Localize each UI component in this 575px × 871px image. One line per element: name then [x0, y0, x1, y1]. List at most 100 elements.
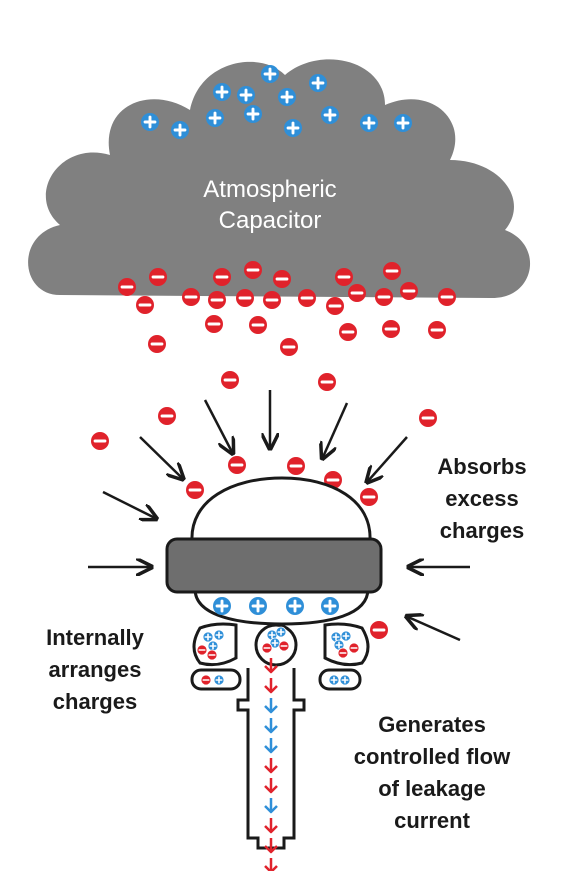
small-charge-icon: [337, 647, 349, 659]
flow-arrow-icon: [264, 838, 278, 854]
arrow-upper-left: [139, 436, 182, 478]
flow-arrow-icon: [264, 818, 278, 834]
negative-charge-icon: [205, 315, 223, 333]
negative-charge-icon: [382, 320, 400, 338]
flow-arrow-icon: [264, 798, 278, 814]
flow-arrow-icon: [264, 858, 278, 871]
small-charge-icon: [202, 631, 214, 643]
label-generates-line3: of leakage: [378, 776, 486, 801]
label-arranges-line1: Internally: [46, 625, 145, 650]
label-generates: Generates controlled flow of leakage cur…: [354, 712, 511, 833]
negative-charge-icon: [438, 288, 456, 306]
positive-charge-icon: [244, 105, 262, 123]
positive-charge-icon: [394, 114, 412, 132]
positive-charge-icon: [321, 106, 339, 124]
negative-charge-icon: [348, 284, 366, 302]
label-absorbs-line2: excess: [445, 486, 518, 511]
positive-charge-icon: [237, 86, 255, 104]
negative-charge-icon: [148, 335, 166, 353]
lower-dome: [193, 587, 370, 626]
positive-charge-icon: [213, 597, 231, 615]
label-generates-line1: Generates: [378, 712, 486, 737]
negative-charge-icon: [236, 289, 254, 307]
negative-charge-icon: [339, 323, 357, 341]
small-charge-icon: [340, 630, 352, 642]
collector-dome: [190, 476, 372, 543]
small-charge-icon: [213, 629, 225, 641]
negative-charge-icon: [263, 291, 281, 309]
label-arranges-line2: arranges: [49, 657, 142, 682]
small-charge-icon: [261, 642, 273, 654]
negative-charge-icon: [213, 268, 231, 286]
positive-charge-icon: [309, 74, 327, 92]
negative-charge-icon: [287, 457, 305, 475]
positive-charge-icon: [206, 109, 224, 127]
negative-charge-icon: [221, 371, 239, 389]
small-charge-icon: [200, 674, 212, 686]
positive-charge-icon: [249, 597, 267, 615]
negative-charge-icon: [428, 321, 446, 339]
negative-charge-icon: [273, 270, 291, 288]
positive-charge-icon: [171, 121, 189, 139]
positive-charge-icon: [141, 113, 159, 131]
flow-arrow-icon: [264, 698, 278, 714]
flow-arrow-icon: [264, 758, 278, 774]
negative-charge-icon: [318, 373, 336, 391]
negative-charge-icon: [249, 316, 267, 334]
negative-charge-icon: [244, 261, 262, 279]
negative-charges: [91, 261, 456, 639]
label-generates-line4: current: [394, 808, 470, 833]
negative-charge-icon: [186, 481, 204, 499]
negative-charge-icon: [280, 338, 298, 356]
flow-arrow-icon: [264, 658, 278, 674]
inward-arrows: [88, 390, 470, 642]
flow-arrow-icon: [264, 718, 278, 734]
label-arranges: Internally arranges charges: [46, 625, 145, 714]
negative-charge-icon: [326, 297, 344, 315]
positive-charge-icon: [261, 65, 279, 83]
small-charge-icon: [339, 674, 351, 686]
small-charge-icon: [328, 674, 340, 686]
negative-charge-icon: [360, 488, 378, 506]
negative-charge-icon: [419, 409, 437, 427]
negative-charge-icon: [208, 291, 226, 309]
positive-charge-icon: [278, 88, 296, 106]
negative-charge-icon: [149, 268, 167, 286]
flow-arrow-icon: [264, 778, 278, 794]
positive-charge-icon: [321, 597, 339, 615]
positive-charge-icon: [286, 597, 304, 615]
small-charge-icon: [348, 642, 360, 654]
dissipation-device: [165, 476, 383, 850]
negative-charge-icon: [158, 407, 176, 425]
small-charge-icon: [196, 644, 208, 656]
negative-charge-icon: [298, 289, 316, 307]
arrow-top-left: [203, 399, 232, 452]
internal-mixed-charges: [196, 626, 360, 686]
arrow-lower-right: [408, 617, 461, 642]
cloud-title-line2: Capacitor: [219, 207, 322, 234]
small-charge-icon: [206, 649, 218, 661]
arrow-top-right: [323, 402, 349, 457]
label-generates-line2: controlled flow: [354, 744, 511, 769]
small-charge-icon: [333, 639, 345, 651]
label-absorbs-line3: charges: [440, 518, 524, 543]
label-absorbs: Absorbs excess charges: [437, 454, 526, 543]
device-positive-charges: [213, 597, 339, 615]
negative-charge-icon: [118, 278, 136, 296]
negative-charge-icon: [370, 621, 388, 639]
arrow-mid-left: [102, 490, 155, 518]
positive-charge-icon: [360, 114, 378, 132]
cloud-title-line1: Atmospheric: [203, 176, 336, 203]
device-body: [165, 537, 383, 594]
flow-arrow-icon: [264, 678, 278, 694]
positive-charge-icon: [284, 119, 302, 137]
negative-charge-icon: [375, 288, 393, 306]
internal-chambers: [192, 622, 370, 667]
negative-charge-icon: [91, 432, 109, 450]
negative-charge-icon: [182, 288, 200, 306]
negative-charge-icon: [383, 262, 401, 280]
negative-charge-icon: [335, 268, 353, 286]
leakage-current-arrows: [264, 658, 278, 871]
negative-charge-icon: [228, 456, 246, 474]
